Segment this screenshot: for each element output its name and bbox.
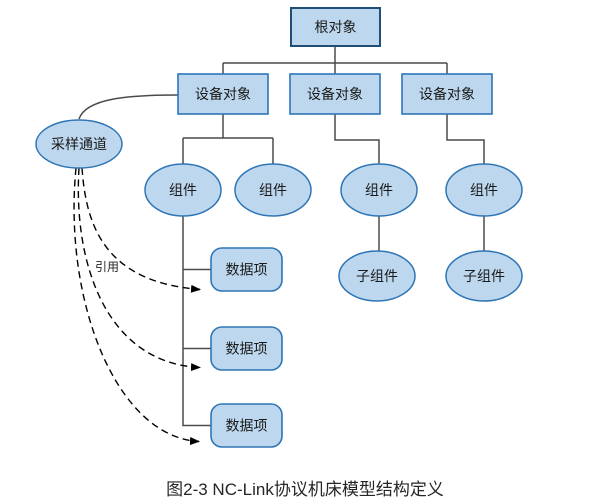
node-sampling-channel: 采样通道 <box>35 119 123 169</box>
node-data-item-3: 数据项 <box>210 403 283 448</box>
component-2-shape <box>234 163 312 217</box>
data-item-3-label: 数据项 <box>226 418 268 434</box>
edge-device2-to-component3 <box>334 114 380 164</box>
node-component-1: 组件 <box>144 163 222 217</box>
node-subcomponent-1: 子组件 <box>338 250 416 302</box>
device-object-1-label: 设备对象 <box>195 86 251 102</box>
node-subcomponent-2: 子组件 <box>445 250 523 302</box>
node-device-object-2: 设备对象 <box>289 73 381 115</box>
connector-lines <box>78 46 485 427</box>
data-item-2-label: 数据项 <box>226 341 268 357</box>
component-4-shape <box>445 163 523 217</box>
figure-caption: 图2-3 NC-Link协议机床模型结构定义 <box>166 480 444 499</box>
device-object-1-shape <box>177 73 269 115</box>
sampling-channel-shape <box>35 119 123 169</box>
component-3-shape <box>340 163 418 217</box>
subcomponent-1-shape <box>338 250 416 302</box>
component-1-shape <box>144 163 222 217</box>
node-data-item-2: 数据项 <box>210 326 283 371</box>
reference-arrow-to-dataitem1 <box>81 167 201 293</box>
component-1-label: 组件 <box>169 182 197 198</box>
data-item-3-shape <box>210 403 283 448</box>
subcomponent-1-label: 子组件 <box>356 268 398 284</box>
subcomponent-2-label: 子组件 <box>463 268 505 284</box>
data-item-1-label: 数据项 <box>226 262 268 278</box>
subcomponent-2-shape <box>445 250 523 302</box>
edge-device1-to-sampling-channel <box>78 94 179 120</box>
reference-arrow-to-dataitem3 <box>73 167 200 445</box>
data-item-2-shape <box>210 326 283 371</box>
node-root-object: 根对象 <box>290 7 381 47</box>
device-object-2-label: 设备对象 <box>307 86 363 102</box>
device-object-3-shape <box>401 73 493 115</box>
root-object-label: 根对象 <box>315 19 357 35</box>
reference-edge-label: 引用 <box>95 260 119 274</box>
edge-component1-trunk <box>182 216 211 427</box>
node-device-object-3: 设备对象 <box>401 73 493 115</box>
node-component-3: 组件 <box>340 163 418 217</box>
node-component-4: 组件 <box>445 163 523 217</box>
component-2-label: 组件 <box>259 182 287 198</box>
node-component-2: 组件 <box>234 163 312 217</box>
edge-device3-to-component4 <box>446 114 485 164</box>
root-object-shape <box>290 7 381 47</box>
node-data-item-1: 数据项 <box>210 247 283 292</box>
reference-arrows <box>73 167 201 445</box>
data-item-1-shape <box>210 247 283 292</box>
component-4-label: 组件 <box>470 182 498 198</box>
component-3-label: 组件 <box>365 182 393 198</box>
node-device-object-1: 设备对象 <box>177 73 269 115</box>
reference-arrow-to-dataitem2 <box>77 167 201 372</box>
device-object-2-shape <box>289 73 381 115</box>
sampling-channel-label: 采样通道 <box>51 136 107 152</box>
device-object-3-label: 设备对象 <box>419 86 475 102</box>
